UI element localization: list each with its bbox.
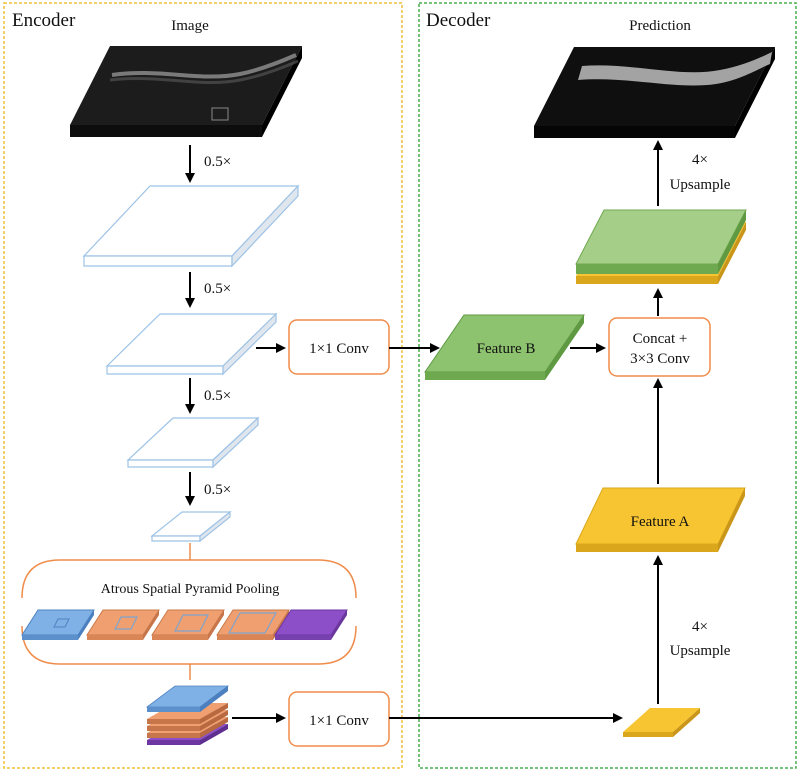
encoder-output-feature — [623, 708, 700, 737]
upsample-bottom-factor: 4× — [692, 619, 708, 635]
aspp-branch-rate-12 — [151, 609, 225, 640]
aspp-label: Atrous Spatial Pyramid Pooling — [101, 582, 280, 597]
image-label: Image — [171, 18, 209, 34]
upsample-top-label: Upsample — [670, 177, 731, 193]
encoder-layer-3 — [126, 416, 260, 469]
encoder-layer-2 — [105, 312, 278, 376]
decoder-panel — [418, 2, 797, 769]
decoder-title: Decoder — [426, 10, 491, 31]
upsample-bottom-label: Upsample — [670, 643, 731, 659]
aspp-concat-stack — [145, 685, 230, 745]
downsample-label-3: 0.5× — [204, 388, 231, 404]
concat-label-line-1: Concat + — [633, 331, 688, 347]
prediction-label: Prediction — [629, 18, 691, 34]
combined-feature — [575, 209, 747, 284]
encoder-layer-4 — [150, 510, 232, 543]
conv-high-label: 1×1 Conv — [309, 713, 369, 729]
prediction-slab — [534, 47, 775, 138]
downsample-label-1: 0.5× — [204, 154, 231, 170]
feature-b-label: Feature B — [477, 341, 536, 357]
downsample-label-2: 0.5× — [204, 281, 231, 297]
aspp-branch-1x1 — [21, 609, 95, 640]
concat-conv-box — [608, 317, 711, 377]
aspp-branch-image-pooling — [274, 609, 348, 640]
aspp-bracket-top — [21, 559, 357, 599]
conv-low-label: 1×1 Conv — [309, 341, 369, 357]
feature-a — [575, 487, 746, 552]
downsample-label-4: 0.5× — [204, 482, 231, 498]
encoder-layer-1 — [82, 184, 300, 268]
upsample-top-factor: 4× — [692, 152, 708, 168]
aspp-bracket-bottom — [21, 625, 357, 665]
aspp-branch-rate-6 — [86, 609, 160, 640]
encoder-title: Encoder — [12, 10, 76, 31]
feature-b — [424, 314, 585, 380]
input-image-slab — [70, 46, 302, 137]
encoder-panel — [3, 2, 403, 769]
concat-label-line-2: 3×3 Conv — [630, 351, 690, 367]
feature-a-label: Feature A — [631, 514, 690, 530]
